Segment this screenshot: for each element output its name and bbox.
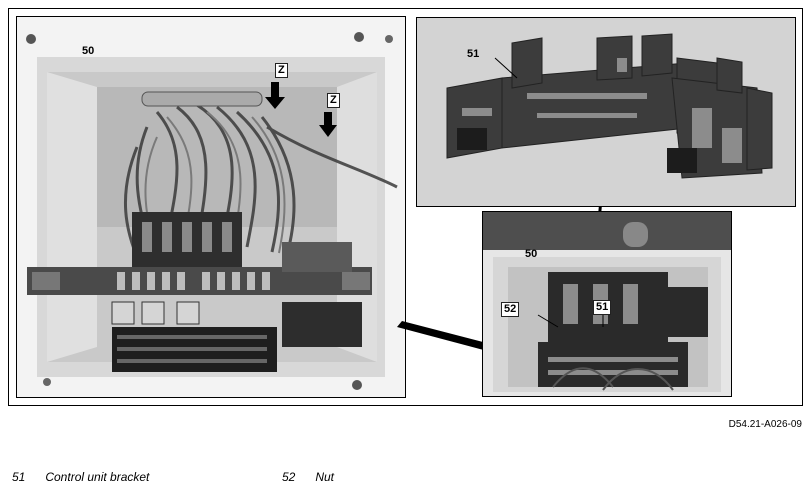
bracket-inset-photo: 51 [416, 17, 796, 207]
detail-photo: 50 52 51 [482, 211, 732, 397]
legend-number: 51 [12, 470, 26, 484]
callout-label-nut: 52 [501, 302, 520, 317]
callout-label-z-top: Z [275, 63, 288, 78]
callout-label-bracket: 51 [467, 48, 480, 60]
callout-label-z-right: Z [327, 93, 340, 108]
figure-id: D54.21-A026-09 [728, 419, 802, 430]
figure-frame: 50 Z Z [8, 8, 803, 406]
legend-text: Control unit bracket [45, 470, 150, 484]
legend-text: Nut [315, 470, 335, 484]
legend-item-nut: 52 Nut [282, 470, 334, 484]
main-photo: 50 Z Z [16, 16, 406, 398]
callout-label-detail-housing: 50 [525, 248, 538, 260]
callout-label-housing: 50 [82, 45, 95, 57]
legend-item-bracket: 51 Control unit bracket [12, 470, 149, 484]
legend-number: 52 [282, 470, 296, 484]
callout-label-detail-bracket: 51 [593, 300, 612, 315]
